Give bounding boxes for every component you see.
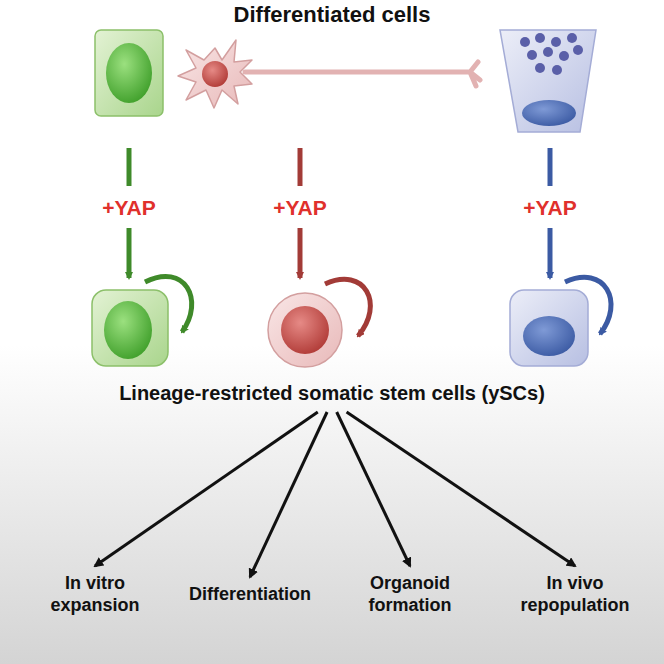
outcome-arrow (347, 412, 575, 566)
node-text: In vivo repopulation (510, 572, 640, 616)
node-text: In vitro expansion (35, 572, 155, 616)
title: Differentiated cells (0, 2, 664, 28)
node-text: Organoid formation (348, 572, 473, 616)
yap-label: +YAP (102, 196, 156, 220)
yap-label: +YAP (273, 196, 327, 220)
node-text: Lineage-restricted somatic stem cells (y… (97, 378, 567, 408)
stem-cell-heading: Lineage-restricted somatic stem cells (y… (97, 378, 567, 408)
outcome-label: Differentiation (170, 583, 330, 605)
outcome-label: Organoid formation (348, 572, 473, 616)
yap-label: +YAP (523, 196, 577, 220)
outcome-label: In vivo repopulation (510, 572, 640, 616)
outcome-arrow (250, 412, 327, 577)
node-text: Differentiation (170, 583, 330, 605)
outcome-arrow (337, 412, 410, 566)
outcome-arrow (95, 412, 318, 566)
outcome-label: In vitro expansion (35, 572, 155, 616)
